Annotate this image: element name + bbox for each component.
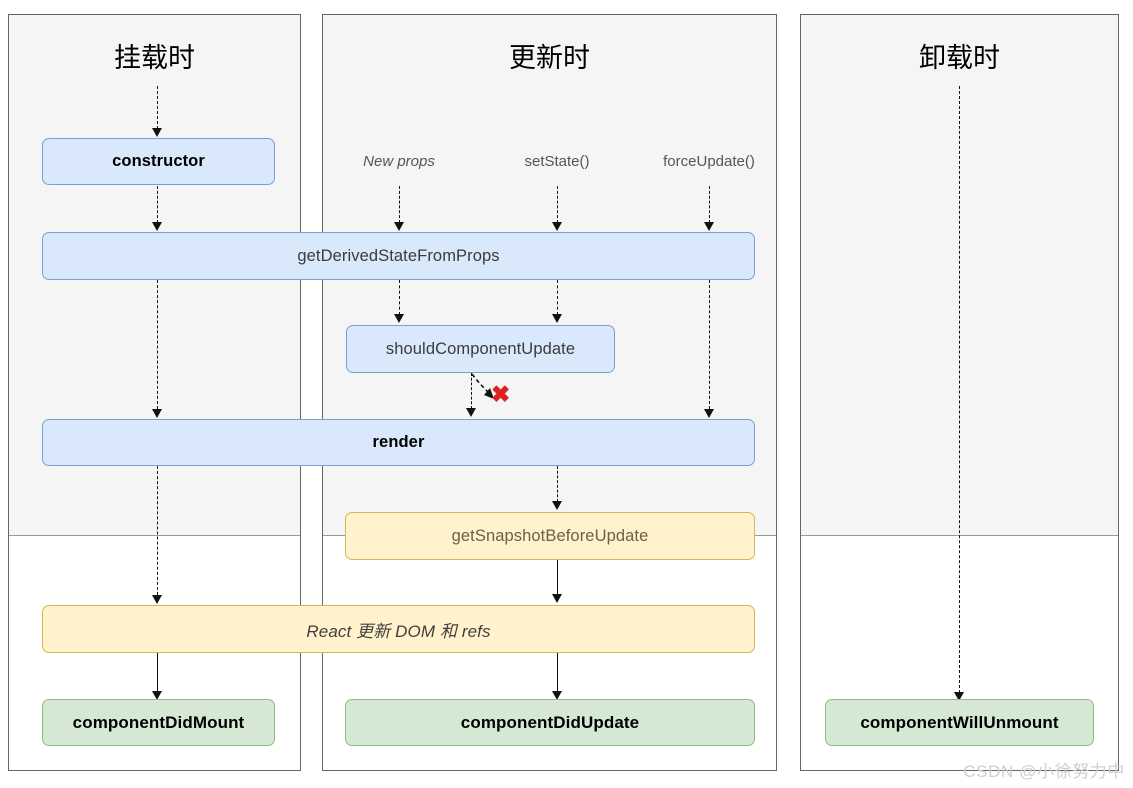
connector-new-props-to-gdsfp <box>399 186 400 223</box>
csdn-watermark: CSDN @小徐努力中 <box>963 762 1125 781</box>
node-get-snapshot-before-update[interactable]: getSnapshotBeforeUpdate <box>345 512 755 560</box>
connector-render-to-react-dom-mounting <box>157 466 158 595</box>
connector-scu-to-render <box>471 373 472 409</box>
arrowhead-scu-to-render <box>466 408 476 417</box>
arrowhead-render-to-react-dom-mounting <box>152 595 162 604</box>
arrowhead-gdsfp-to-scu-left <box>394 314 404 323</box>
arrowhead-gdsfp-to-scu-right <box>552 314 562 323</box>
connector-render-to-snapshot <box>557 466 558 502</box>
mounting-phase-title: 挂载时 <box>114 43 195 73</box>
connector-gdsfp-to-render-mounting <box>157 280 158 409</box>
connector-force-update-to-gdsfp <box>709 186 710 223</box>
connector-unmounting-title-to-will-unmount <box>959 86 960 693</box>
arrowhead-react-dom-to-did-update <box>552 691 562 700</box>
arrowhead-react-dom-to-did-mount <box>152 691 162 700</box>
connector-gdsfp-to-scu-right <box>557 280 558 315</box>
connector-constructor-to-gdsfp <box>157 186 158 223</box>
connector-set-state-to-gdsfp <box>557 186 558 223</box>
connector-react-dom-to-did-mount <box>157 653 158 692</box>
trigger-label-set-state: setState() <box>524 153 590 170</box>
updating-phase-title: 更新时 <box>509 43 590 73</box>
connector-gdsfp-to-scu-left <box>399 280 400 315</box>
connector-force-update-bypass-to-render <box>709 280 710 409</box>
arrowhead-snapshot-to-react-dom <box>552 594 562 603</box>
trigger-label-force-update: forceUpdate() <box>663 153 755 170</box>
node-get-derived-state-from-props[interactable]: getDerivedStateFromProps <box>42 232 755 280</box>
arrowhead-new-props-to-gdsfp <box>394 222 404 231</box>
arrowhead-set-state-to-gdsfp <box>552 222 562 231</box>
node-component-did-update[interactable]: componentDidUpdate <box>345 699 755 746</box>
node-constructor[interactable]: constructor <box>42 138 275 185</box>
unmounting-phase-title: 卸载时 <box>919 43 1000 73</box>
node-component-will-unmount[interactable]: componentWillUnmount <box>825 699 1094 746</box>
arrowhead-force-update-to-gdsfp <box>704 222 714 231</box>
arrowhead-force-update-bypass-to-render <box>704 409 714 418</box>
node-render[interactable]: render <box>42 419 755 466</box>
arrowhead-to-constructor <box>152 128 162 137</box>
arrowhead-render-to-snapshot <box>552 501 562 510</box>
node-component-did-mount[interactable]: componentDidMount <box>42 699 275 746</box>
trigger-label-new-props: New props <box>363 153 435 170</box>
connector-mounting-title-to-constructor <box>157 86 158 129</box>
arrowhead-constructor-to-gdsfp <box>152 222 162 231</box>
arrowhead-gdsfp-to-render-mounting <box>152 409 162 418</box>
node-react-updates-dom-and-refs[interactable]: React 更新 DOM 和 refs <box>42 605 755 653</box>
node-should-component-update[interactable]: shouldComponentUpdate <box>346 325 615 373</box>
skip-render-cross-icon: ✖ <box>491 381 511 407</box>
connector-snapshot-to-react-dom <box>557 560 558 595</box>
arrowhead-to-will-unmount <box>954 692 964 701</box>
connector-react-dom-to-did-update <box>557 653 558 692</box>
